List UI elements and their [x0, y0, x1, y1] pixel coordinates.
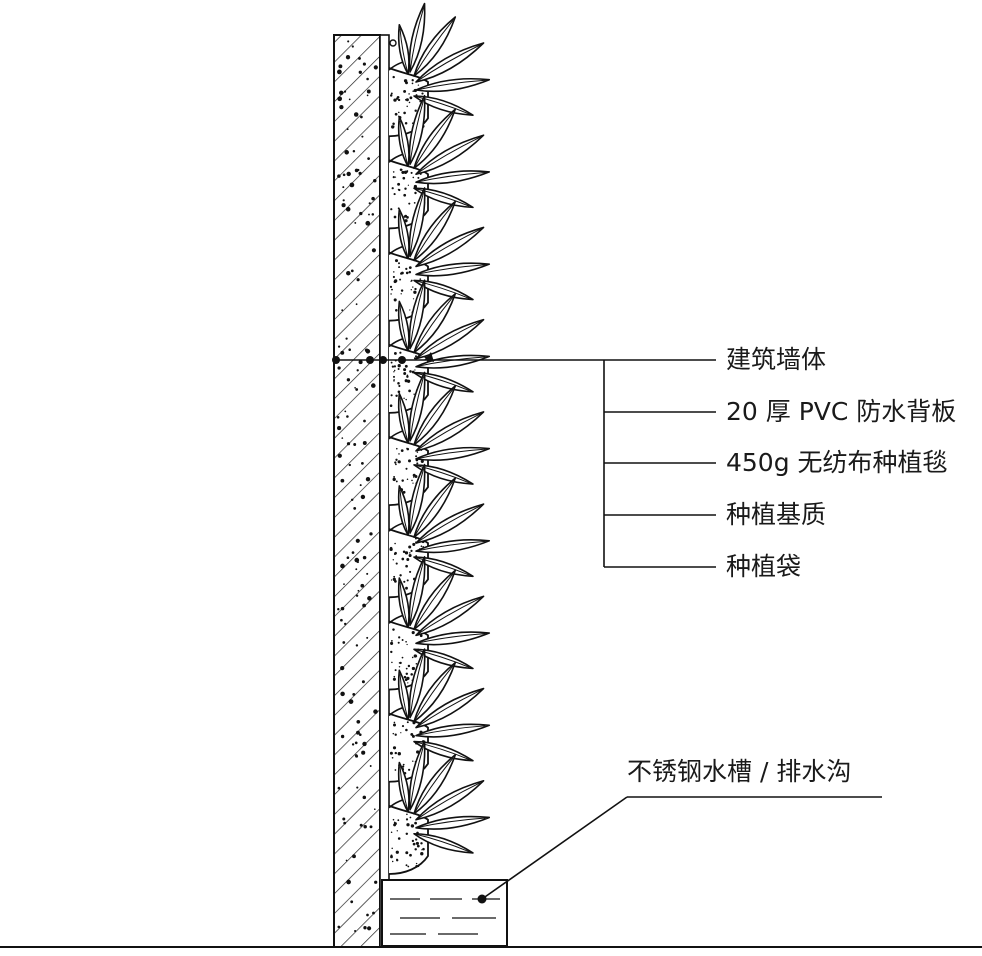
wall-aggregate	[336, 40, 378, 933]
layer-callout-leaders	[332, 352, 716, 568]
planting-bag-unit	[388, 740, 491, 875]
label-nonwoven-planting-mat: 450g 无纺布种植毯	[726, 448, 948, 477]
plant-foliage	[397, 556, 491, 670]
label-pvc-backboard: 20 厚 PVC 防水背板	[726, 397, 956, 426]
planting-bag-unit	[388, 463, 491, 599]
planting-bag-unit	[388, 94, 491, 230]
label-water-trough: 不锈钢水槽 / 排水沟	[627, 757, 851, 786]
plant-foliage	[397, 463, 491, 578]
plant-foliage	[397, 371, 491, 485]
planting-bag-unit	[388, 2, 491, 138]
plant-foliage	[397, 740, 491, 854]
label-planting-bag: 种植袋	[726, 552, 801, 581]
plant-foliage	[397, 648, 491, 762]
gutter-callout-leader	[477, 796, 882, 904]
plant-foliage	[397, 2, 491, 116]
plant-foliage	[397, 187, 491, 301]
label-building-wall: 建筑墙体	[726, 345, 826, 374]
water-trough	[381, 879, 508, 947]
label-planting-substrate: 种植基质	[726, 500, 826, 529]
plant-foliage	[397, 94, 491, 209]
planting-bag-unit	[388, 556, 491, 691]
building-wall	[333, 34, 381, 948]
